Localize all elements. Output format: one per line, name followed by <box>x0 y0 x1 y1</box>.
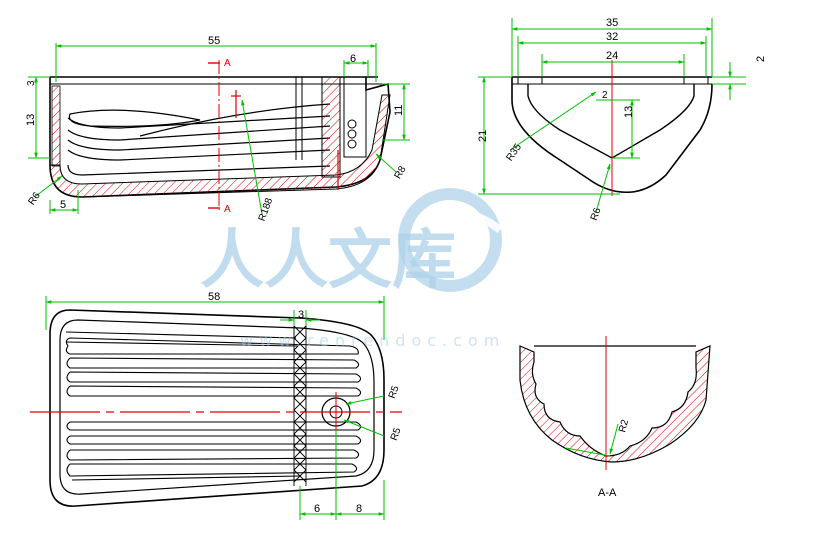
dim-r35: R35 <box>504 142 524 164</box>
watermark-url: www.renrendoc.com <box>240 331 505 350</box>
dim-top-width: 58 <box>208 291 220 303</box>
dim-top-w3: 3 <box>298 309 304 321</box>
dim-top-r5b: R5 <box>389 426 404 442</box>
section-label: A-A <box>598 487 617 499</box>
watermark-logo-text: 人人文库 <box>200 224 456 298</box>
dim-sec-r2: R2 <box>617 418 631 434</box>
section-view: R2 A-A <box>519 336 711 499</box>
dim-top-small: 3 <box>26 80 37 86</box>
dim-h21: 21 <box>477 130 489 142</box>
dim-slot: 6 <box>350 53 356 65</box>
dim-ang2: 2 <box>602 90 608 101</box>
top-view: 58 3 R5 R5 6 8 <box>30 291 404 520</box>
dim-top-d8: 8 <box>356 503 362 515</box>
dim-width: 55 <box>208 35 220 47</box>
watermark: 人人文库 www.renrendoc.com <box>200 188 505 350</box>
dim-top-r5a: R5 <box>387 384 402 400</box>
dim-w32: 32 <box>606 31 618 43</box>
dim-height-13: 13 <box>25 114 37 126</box>
section-mark-bottom: A <box>224 204 231 215</box>
front-view: A A 55 6 3 13 11 <box>25 35 410 223</box>
dim-w24: 24 <box>606 50 618 62</box>
dim-h13: 13 <box>623 106 635 118</box>
dim-h2: 2 <box>755 56 767 62</box>
dim-bottom-5: 5 <box>60 199 66 211</box>
section-mark-top: A <box>224 58 231 69</box>
dim-radius-r8: R8 <box>393 164 409 181</box>
dim-height-11: 11 <box>393 105 405 116</box>
side-view: 35 32 24 2 21 13 2 R35 R6 <box>477 17 767 222</box>
dim-w35: 35 <box>606 17 618 29</box>
dim-top-d6: 6 <box>314 503 320 515</box>
dim-r6: R6 <box>589 206 604 222</box>
